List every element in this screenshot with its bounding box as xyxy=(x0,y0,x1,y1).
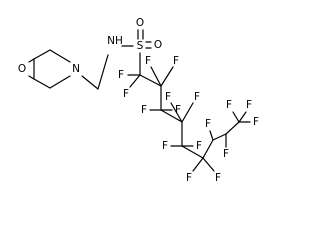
bond xyxy=(160,66,174,87)
atom-label-sulfur: S xyxy=(137,40,144,52)
atom-label-fluorine: F xyxy=(223,148,229,160)
bond xyxy=(232,111,240,123)
bond xyxy=(33,49,51,60)
bond xyxy=(28,58,35,63)
atom-label-fluorine: F xyxy=(162,140,168,152)
atom-label-fluorine: F xyxy=(141,104,147,116)
atom-label-fluorine: F xyxy=(194,91,200,103)
atom-label-fluorine: F xyxy=(186,172,192,184)
atom-label-nh: NH xyxy=(107,35,123,47)
atom-label-fluorine: F xyxy=(145,55,151,67)
bond xyxy=(212,133,227,141)
bond xyxy=(49,49,66,60)
chemical-structure-diagram: O N NH S O O F F F F F F F F F F F F F F… xyxy=(18,17,259,184)
atom-label-fluorine: F xyxy=(165,91,171,103)
bond xyxy=(181,102,194,123)
atom-label-fluorine: F xyxy=(246,99,252,111)
bond xyxy=(181,145,204,159)
linker xyxy=(81,45,134,90)
bond xyxy=(202,157,215,172)
c-f-bonds xyxy=(127,66,251,172)
bond xyxy=(33,78,51,89)
bond xyxy=(64,58,71,63)
bond xyxy=(225,121,240,135)
bond xyxy=(139,74,162,87)
atom-label-oxygen-right: O xyxy=(154,39,162,51)
atom-label-oxygen-top: O xyxy=(136,17,144,29)
fluorine-labels: F F F F F F F F F F F F F F F F F xyxy=(118,55,259,184)
bond xyxy=(150,66,162,87)
bond xyxy=(49,78,66,89)
atom-label-fluorine: F xyxy=(173,55,179,67)
atom-label-fluorine: F xyxy=(175,104,181,116)
bond xyxy=(192,157,204,172)
atom-label-nitrogen-ring: N xyxy=(72,63,80,75)
atom-label-fluorine: F xyxy=(215,172,221,184)
atom-label-fluorine: F xyxy=(205,118,211,130)
atom-label-oxygen-ring: O xyxy=(18,63,26,75)
heteroatom-labels: O N NH S O O xyxy=(18,17,162,75)
morpholine-ring xyxy=(28,49,71,89)
bond xyxy=(81,75,99,90)
atom-label-fluorine: F xyxy=(118,69,124,81)
bond xyxy=(97,54,109,90)
bond xyxy=(129,74,141,88)
bond xyxy=(28,75,35,80)
sulfonyl-bonds xyxy=(137,29,152,49)
atom-label-fluorine: F xyxy=(123,88,129,100)
atom-label-fluorine: F xyxy=(196,140,202,152)
bond xyxy=(64,75,71,80)
bond xyxy=(202,139,214,159)
atom-label-fluorine: F xyxy=(226,99,232,111)
bond xyxy=(238,111,247,123)
carbon-chain xyxy=(139,52,240,159)
bond xyxy=(160,109,183,123)
bond xyxy=(209,130,214,141)
atom-label-fluorine: F xyxy=(253,116,259,128)
bond xyxy=(170,102,183,123)
